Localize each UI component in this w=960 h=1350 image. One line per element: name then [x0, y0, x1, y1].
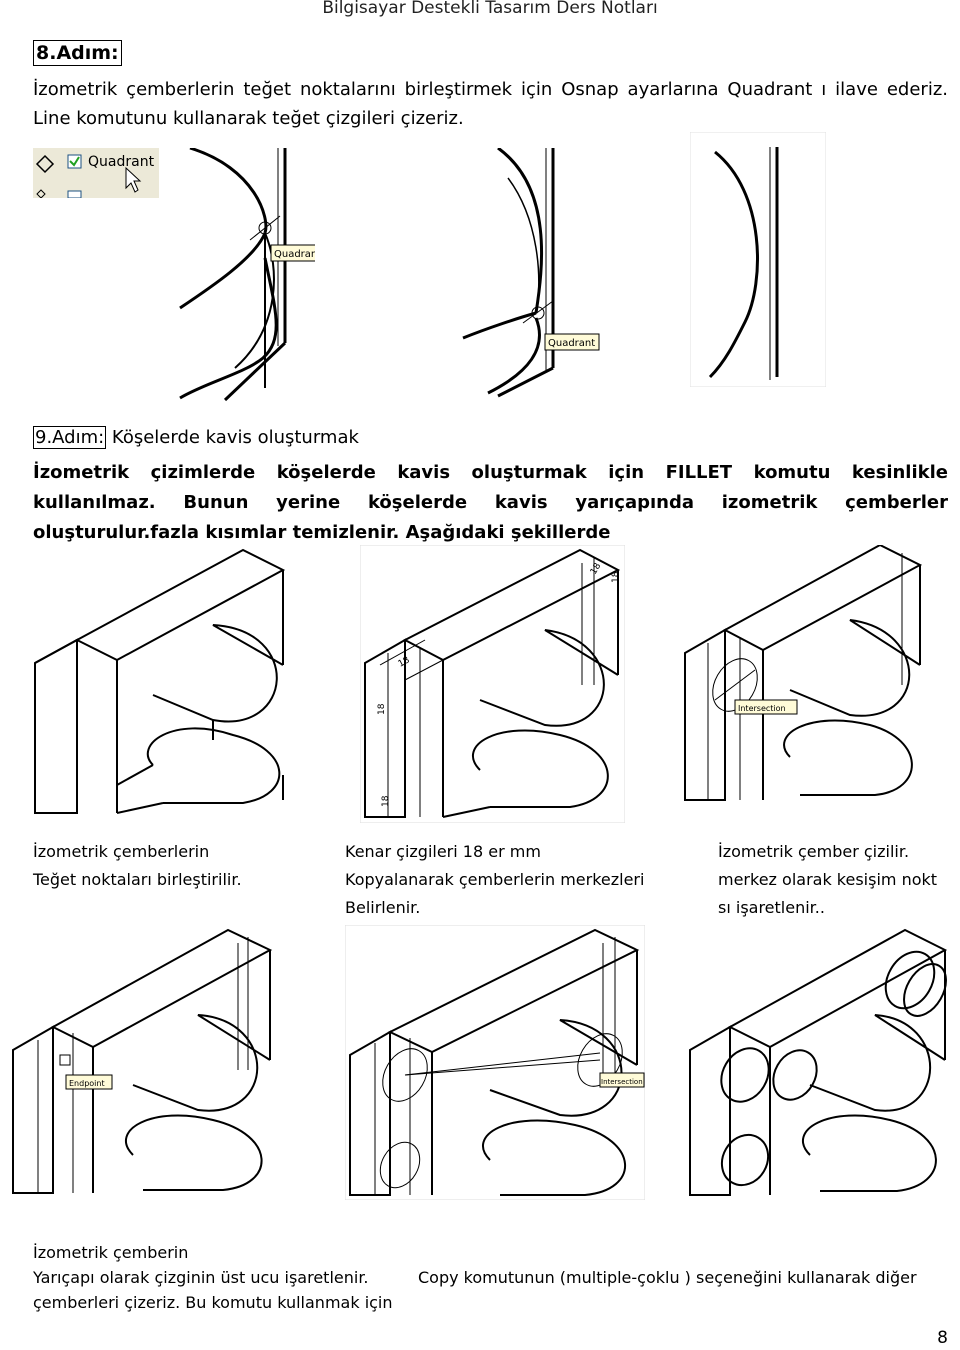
quadrant-figure-2: Quadrant: [462, 148, 600, 398]
figure-row2-a: Endpoint: [12, 928, 273, 1194]
endpoint-snap-marker-icon: [59, 1054, 71, 1066]
quadrant-marker-icon: [35, 154, 55, 174]
quadrant-snap-marker-icon: [531, 306, 545, 320]
osnap-snippet: Quadrant: [33, 148, 159, 198]
step9-title: 9.Adım:: [33, 426, 107, 449]
mouse-cursor-icon: [125, 166, 142, 193]
caption-row1-c: İzometrik çember çizilir. merkez olarak …: [718, 842, 938, 917]
step8-title: 8.Adım:: [33, 40, 122, 66]
endpoint-tooltip: Endpoint: [69, 1079, 105, 1088]
figure-row2-c: [689, 928, 948, 1196]
caption-row1-b: Kenar çizgileri 18 er mm Kopyalanarak çe…: [345, 842, 645, 917]
dimension-label: 18: [397, 655, 412, 669]
intersection-tooltip-2: Intersection: [601, 1078, 643, 1086]
step9-subtitle: Köşelerde kavis oluşturmak: [106, 427, 359, 448]
step9-heading: 9.Adım: Köşelerde kavis oluşturmak: [33, 426, 359, 449]
page-header: Bilgisayar Destekli Tasarım Ders Notları: [322, 0, 658, 18]
figure-row1-b: 18 18 18 18 18: [360, 545, 625, 823]
quadrant-figure-1: Quadrant: [179, 148, 315, 402]
step9-text: İzometrik çizimlerde köşelerde kavis olu…: [33, 462, 948, 543]
figure-row2-b: Intersection: [345, 925, 645, 1200]
page-number: 8: [937, 1328, 948, 1348]
dimension-label: 18: [611, 571, 621, 583]
quadrant-tooltip-1: Quadrant: [274, 249, 315, 260]
step8-text: İzometrik çemberlerin teğet noktalarını …: [33, 79, 948, 129]
quadrant-snap-marker-icon: [258, 221, 272, 235]
caption-row1-a: İzometrik çemberlerin Teğet noktaları bi…: [33, 842, 242, 889]
quadrant-figure-3: [690, 132, 826, 387]
intersection-tooltip: Intersection: [738, 704, 786, 713]
figure-row1-c: Intersection: [684, 545, 922, 801]
figure-row1-a: [34, 548, 286, 814]
dimension-label: 18: [377, 703, 387, 715]
caption-row2-right: Copy komutunun (multiple-çoklu ) seçeneğ…: [418, 1268, 917, 1287]
dimension-label: 18: [381, 795, 391, 807]
quadrant-tooltip-2: Quadrant: [548, 338, 595, 349]
osnap-option-label: Quadrant: [88, 154, 155, 170]
caption-row2-left: İzometrik çemberin Yarıçapı olarak çizgi…: [33, 1243, 393, 1312]
